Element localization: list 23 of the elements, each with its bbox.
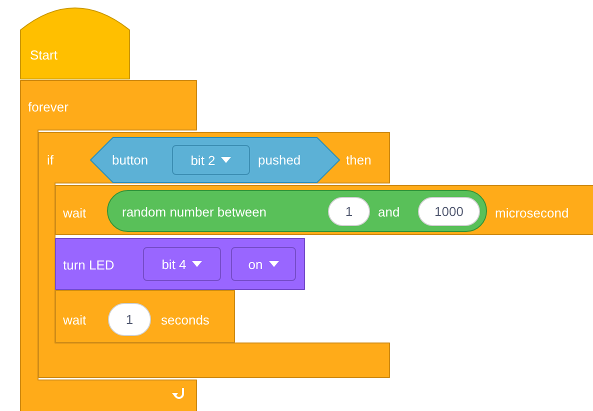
dropdown-menu: bit 4 [143,247,221,281]
number-input: 1000 [418,197,480,226]
led-block [55,238,305,290]
dropdown-menu: on [231,247,296,281]
hat-block [20,8,130,80]
block-label: random number between [122,204,267,220]
block-label: then [346,152,372,168]
block-label: turn LED [63,258,114,272]
block-label: seconds [161,312,210,328]
block-label: Start [30,48,58,62]
sensor-block [90,137,340,183]
wait-block [55,290,235,343]
block-label: wait [63,206,86,220]
block-label: and [378,204,400,220]
wait-block [55,185,593,235]
block-label: forever [28,100,68,114]
operator-block [107,190,487,232]
dropdown-menu: bit 2 [172,145,250,175]
block-label: microsecond [495,206,569,220]
block-label: pushed [258,152,301,168]
block-label: wait [63,312,86,328]
block-label: if [47,152,54,168]
block-label: button [112,152,148,168]
